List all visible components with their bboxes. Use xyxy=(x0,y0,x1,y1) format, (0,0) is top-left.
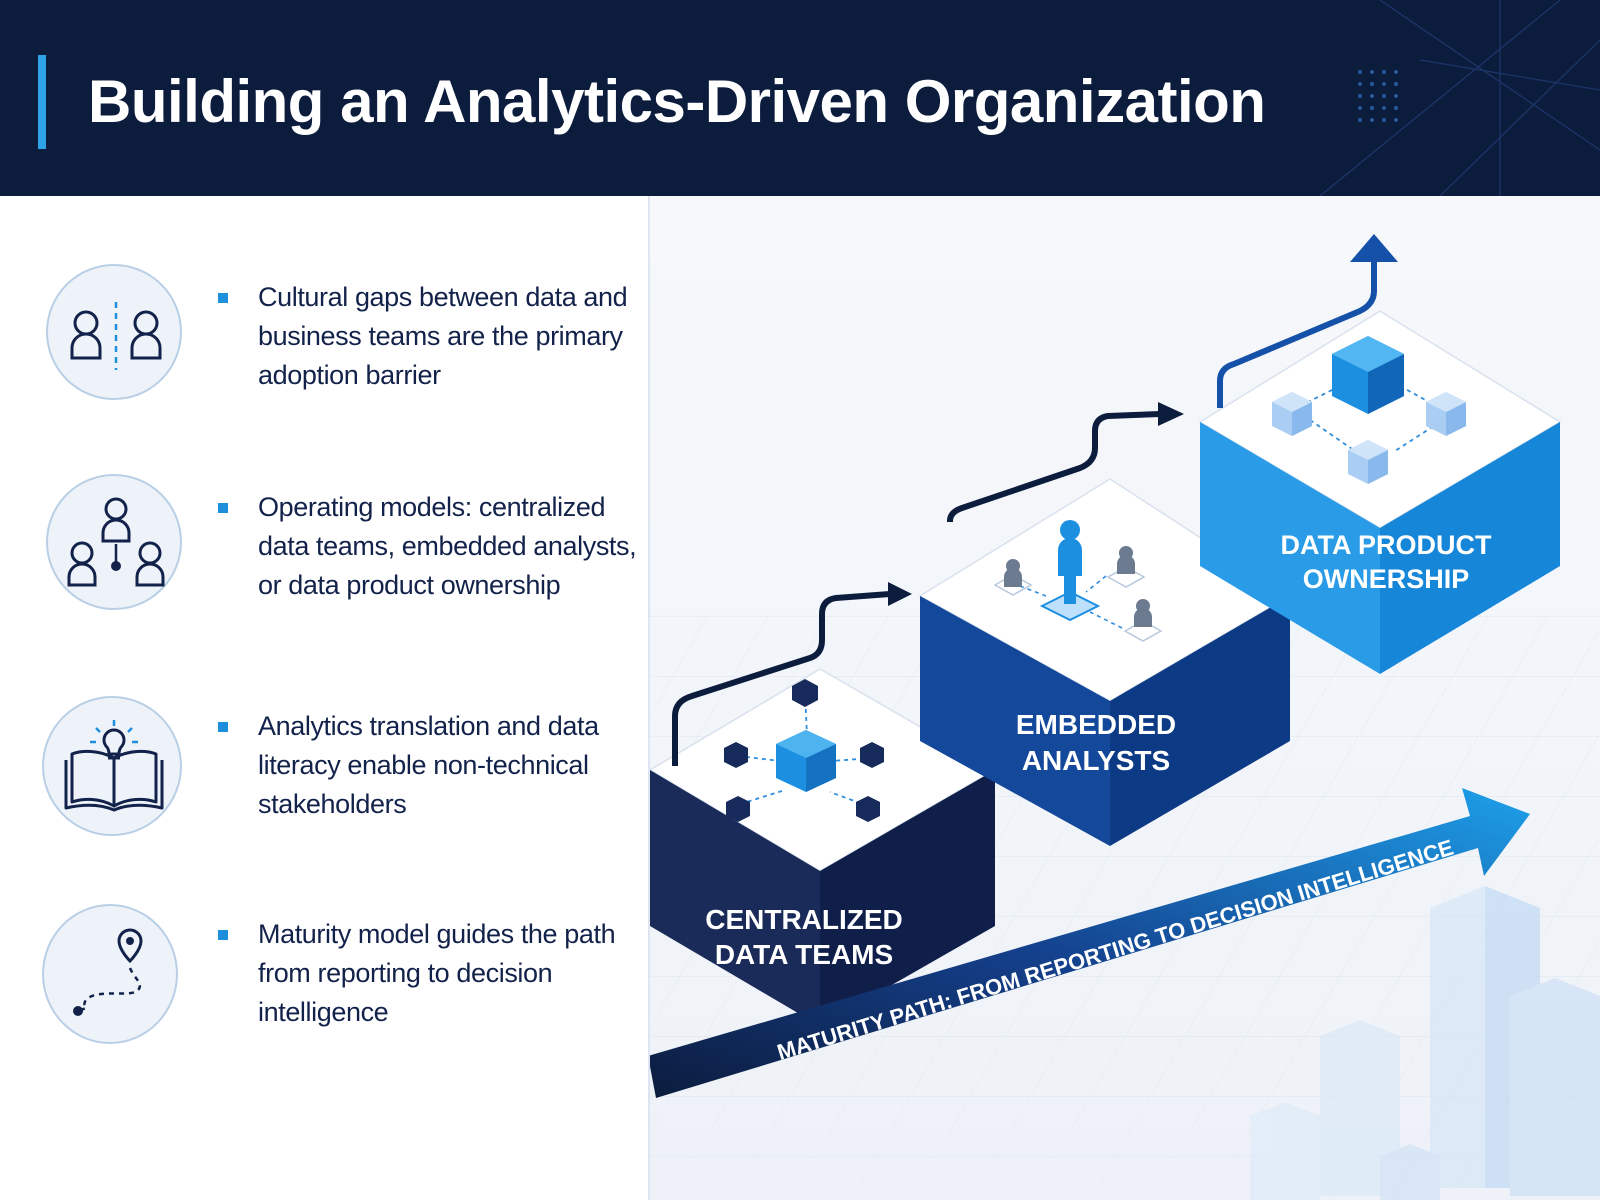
stage-label-data-product-line1: DATA PRODUCT xyxy=(1281,530,1492,560)
arrow-head-3 xyxy=(1350,234,1398,262)
bullet-marker xyxy=(218,503,228,513)
skyline-decoration xyxy=(1250,886,1600,1200)
stage-label-centralized-line2: DATA TEAMS xyxy=(715,939,893,970)
people-divided-icon xyxy=(46,264,182,400)
bullet-marker xyxy=(218,293,228,303)
bullet-text: Analytics translation and data literacy … xyxy=(258,711,599,819)
arrow-step-3 xyxy=(1217,251,1377,408)
network-lines-decoration xyxy=(1319,0,1600,196)
arrow-step-2 xyxy=(947,411,1161,524)
book-lightbulb-icon xyxy=(42,696,182,836)
route-pin-icon xyxy=(42,904,178,1044)
maturity-diagram: CENTRALIZED DATA TEAMS EMBEDDED ANALYSTS… xyxy=(650,196,1600,1200)
stage-block-data-product xyxy=(1198,310,1562,674)
stage-label-data-product-line2: OWNERSHIP xyxy=(1303,564,1470,594)
bullet-marker xyxy=(218,930,228,940)
panel-divider xyxy=(648,196,650,1200)
bullet-marker xyxy=(218,722,228,732)
title-accent-bar xyxy=(38,55,46,149)
embedded-people-icon xyxy=(993,520,1163,642)
arrow-head-1 xyxy=(888,582,912,606)
stage-block-embedded xyxy=(918,478,1292,846)
cube-network-icon xyxy=(724,679,884,822)
org-network-icon xyxy=(46,474,182,610)
header-banner: Building an Analytics-Driven Organizatio… xyxy=(0,0,1600,196)
staircase-diagram-svg: CENTRALIZED DATA TEAMS EMBEDDED ANALYSTS… xyxy=(650,196,1600,1200)
bullet-text: Maturity model guides the path from repo… xyxy=(258,919,616,1027)
stage-label-embedded-line2: ANALYSTS xyxy=(1022,745,1170,776)
bullet-text: Cultural gaps between data and business … xyxy=(258,282,628,390)
bullet-text: Operating models: centralized data teams… xyxy=(258,492,637,600)
arrow-step-1 xyxy=(672,591,891,766)
arrow-head-2 xyxy=(1158,402,1184,426)
bullet-list-panel: Cultural gaps between data and business … xyxy=(0,196,648,1200)
step-arrows xyxy=(672,251,1377,766)
stage-label-embedded-line1: EMBEDDED xyxy=(1016,709,1176,740)
page-title: Building an Analytics-Driven Organizatio… xyxy=(88,68,1266,135)
data-product-cubes-icon xyxy=(1272,336,1466,484)
stage-label-centralized-line1: CENTRALIZED xyxy=(705,904,903,935)
